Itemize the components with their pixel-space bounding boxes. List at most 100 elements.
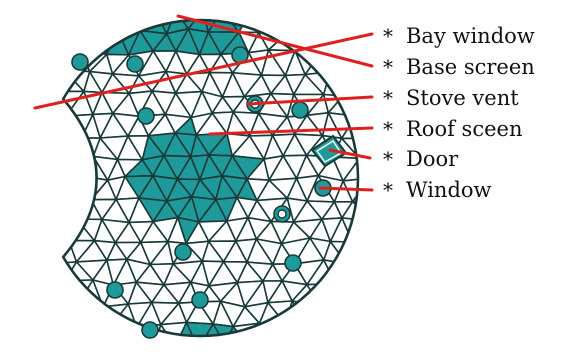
lattice-panel xyxy=(111,323,138,336)
lattice-panel xyxy=(76,20,104,32)
window-circle xyxy=(284,254,302,272)
lattice-panel xyxy=(36,221,59,239)
roof-screen-label: *Roof sceen xyxy=(383,117,522,141)
lattice-panel xyxy=(65,324,91,336)
lattice-panel xyxy=(327,20,354,34)
lattice-panel xyxy=(63,197,78,224)
lattice-panel xyxy=(439,302,462,326)
lattice-panel xyxy=(80,29,108,56)
window-circle xyxy=(291,101,309,119)
lattice-panel xyxy=(284,321,307,336)
lattice-panel xyxy=(63,326,84,336)
base-screen-leader xyxy=(176,14,374,68)
lattice-panel xyxy=(439,264,460,284)
lattice-panel xyxy=(306,282,337,307)
lattice-panel xyxy=(378,285,405,303)
stove-vent-leader xyxy=(246,95,374,106)
bullet-asterisk: * xyxy=(383,55,393,79)
lattice-panel xyxy=(63,279,78,308)
lattice-panel xyxy=(63,27,70,56)
lattice-panel xyxy=(407,240,424,260)
leader-lines xyxy=(33,14,374,192)
lattice-panel xyxy=(334,262,358,285)
lattice-panel xyxy=(351,220,358,245)
lattice-panel xyxy=(317,20,348,30)
lattice-panel xyxy=(429,264,452,285)
lattice-panel xyxy=(63,115,67,140)
lattice-panel xyxy=(416,327,443,346)
lattice-panel xyxy=(28,262,57,283)
window-label-text: Window xyxy=(406,178,492,202)
lattice-panel xyxy=(376,303,404,328)
window-circle xyxy=(106,281,124,299)
lattice-panel xyxy=(101,323,130,336)
lattice-panel xyxy=(345,258,358,282)
lattice-panel xyxy=(405,261,429,286)
lattice-panel xyxy=(28,238,57,263)
lattice-panel xyxy=(376,327,404,348)
lattice-panel xyxy=(63,137,83,156)
lattice-panel xyxy=(452,264,480,285)
lattice-panel xyxy=(63,197,72,224)
lattice-panel xyxy=(372,199,394,221)
lattice-panel xyxy=(414,219,443,240)
lattice-panel xyxy=(453,240,476,265)
lattice-panel xyxy=(395,286,417,303)
lattice-panel xyxy=(439,284,462,305)
lattice-panel xyxy=(443,219,465,241)
lattice-panel xyxy=(65,305,91,329)
lattice-panel xyxy=(319,301,342,327)
lattice-panel xyxy=(333,301,358,327)
lattice-panel xyxy=(32,30,52,55)
lattice-panel xyxy=(454,302,474,326)
lattice-panel xyxy=(442,326,463,346)
lattice-panel xyxy=(429,326,453,346)
lattice-panel xyxy=(405,327,430,344)
teal-panel xyxy=(258,322,287,336)
lattice-panel xyxy=(32,49,52,72)
stove-vent-label: * Stove vent xyxy=(383,86,519,110)
roof-screen-leader xyxy=(208,126,374,136)
lattice-panel xyxy=(274,20,298,35)
lattice-panel xyxy=(63,174,82,200)
bullet-asterisk: * xyxy=(383,86,393,110)
lattice-panel xyxy=(63,54,66,74)
lattice-panel xyxy=(310,20,330,30)
teal-panel xyxy=(91,20,120,33)
door-label: *Door xyxy=(383,147,459,171)
lattice-panel xyxy=(365,327,391,348)
door-leader xyxy=(328,148,372,160)
lattice-panel xyxy=(304,321,336,336)
lattice-panel xyxy=(63,20,79,30)
lattice-panel xyxy=(416,240,439,264)
lattice-panel xyxy=(296,20,319,30)
stove-vent-circle xyxy=(277,209,287,219)
window-leader xyxy=(318,186,374,192)
lattice-panel xyxy=(424,219,452,241)
lattice-panel xyxy=(391,328,415,348)
lattice-panel xyxy=(356,304,358,328)
lattice-panel xyxy=(407,219,424,244)
lattice-panel xyxy=(429,305,453,328)
lattice-panel xyxy=(339,301,358,327)
lattice-panel xyxy=(63,137,66,157)
lattice-panel xyxy=(378,262,405,286)
lattice-panel xyxy=(31,326,59,344)
lattice-panel xyxy=(67,27,93,51)
lattice-panel xyxy=(28,117,53,139)
window-label: *Window xyxy=(383,178,492,202)
lattice-panel xyxy=(351,241,358,261)
lattice-panel xyxy=(405,303,430,328)
lattice-panel xyxy=(366,244,393,262)
window-circle xyxy=(174,243,192,261)
lattice-panel xyxy=(64,154,95,177)
lattice-panel xyxy=(380,244,407,262)
bullet-asterisk: * xyxy=(383,147,393,171)
lattice-panel xyxy=(63,303,78,329)
stove-vent-label-text: Stove vent xyxy=(406,86,519,110)
lattice-panel xyxy=(339,279,358,306)
bullet-asterisk: * xyxy=(383,24,393,48)
lattice-panel xyxy=(88,305,113,326)
lattice-panel xyxy=(366,259,393,285)
